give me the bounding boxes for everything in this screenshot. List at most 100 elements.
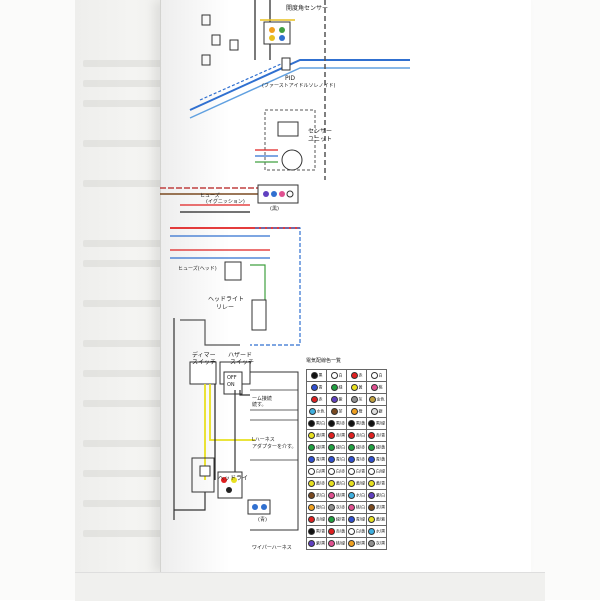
harness-note-2: 続す。 bbox=[252, 402, 267, 408]
color-swatch bbox=[367, 504, 375, 511]
legend-cell: 茶/白 bbox=[306, 489, 327, 502]
harness-note: ーム接続 bbox=[252, 396, 272, 402]
legend-cell: 青/赤 bbox=[346, 453, 367, 466]
legend-cell: 灰 bbox=[346, 393, 367, 406]
legend-color-name: 桃/白 bbox=[355, 504, 366, 510]
legend-color-name: 黄/黒 bbox=[315, 432, 326, 438]
legend-color-name: 桃/緑 bbox=[335, 540, 346, 546]
color-swatch bbox=[327, 528, 335, 535]
component-small bbox=[229, 39, 239, 51]
pin bbox=[221, 477, 227, 483]
legend-color-name: 白 bbox=[338, 372, 343, 378]
legend-color-name: 黒/緑 bbox=[375, 420, 386, 426]
wire-color-legend: 電気配線色一覧 黒白赤白青緑黄桃赤紫灰金色水色茶橙銀黒/白黒/赤黒/黄黒/緑黄/… bbox=[306, 357, 426, 550]
pin bbox=[279, 191, 285, 197]
fuse-ignition-label-1: ヒューズ bbox=[200, 193, 220, 199]
wiper-harness-label: ワイパーハーネス bbox=[252, 545, 292, 551]
color-swatch bbox=[307, 492, 315, 499]
legend-cell: 白 bbox=[366, 369, 387, 382]
legend-color-name: 緑/黄 bbox=[375, 444, 386, 450]
hazard-label-2: スイッチ bbox=[230, 359, 255, 366]
pin bbox=[226, 487, 232, 493]
wire-lightblue bbox=[189, 67, 410, 119]
legend-color-name: 赤/黄 bbox=[335, 528, 346, 534]
legend-cell: 白/緑 bbox=[366, 465, 387, 478]
legend-color-name: 緑/黒 bbox=[315, 444, 326, 450]
legend-cell: 紫 bbox=[326, 393, 347, 406]
color-swatch bbox=[330, 384, 338, 391]
wire-gray bbox=[180, 319, 240, 346]
legend-cell: 橙/白 bbox=[306, 501, 327, 514]
legend-color-name: 黄/紫 bbox=[375, 516, 386, 522]
legend-cell: 桃/緑 bbox=[326, 537, 347, 550]
component-small bbox=[201, 54, 211, 66]
ghost-text bbox=[83, 370, 183, 377]
legend-color-name: 赤/白 bbox=[355, 432, 366, 438]
legend-cell: 青/白 bbox=[326, 453, 347, 466]
color-swatch bbox=[327, 516, 335, 523]
color-swatch bbox=[327, 480, 335, 487]
legend-cell: 紫/黒 bbox=[306, 537, 327, 550]
legend-color-name: 緑/青 bbox=[335, 516, 346, 522]
legend-cell: 緑/黒 bbox=[306, 441, 327, 454]
legend-color-name: 白 bbox=[378, 372, 383, 378]
legend-color-name: 紫 bbox=[338, 396, 343, 402]
legend-color-name: 桃/黒 bbox=[335, 492, 346, 498]
legend-cell: 緑/青 bbox=[326, 513, 347, 526]
wire-yellow bbox=[209, 384, 255, 441]
legend-color-name: 赤/緑 bbox=[315, 516, 326, 522]
legend-cell: 水色 bbox=[306, 405, 327, 418]
ghost-text bbox=[83, 100, 203, 107]
legend-cell: 黄 bbox=[346, 381, 367, 394]
color-swatch bbox=[307, 540, 315, 547]
legend-cell: 黒 bbox=[306, 369, 327, 382]
legend-color-name: 赤/黒 bbox=[335, 432, 346, 438]
color-swatch bbox=[347, 480, 355, 487]
legend-title: 電気配線色一覧 bbox=[306, 358, 342, 364]
legend-cell: 赤/白 bbox=[346, 429, 367, 442]
legend-cell: 金色 bbox=[366, 393, 387, 406]
color-swatch bbox=[327, 468, 335, 475]
color-swatch bbox=[350, 384, 358, 391]
legend-color-name: 黒/青 bbox=[315, 528, 326, 534]
legend-color-name: 緑/赤 bbox=[355, 444, 366, 450]
legend-color-name: 灰/赤 bbox=[335, 504, 346, 510]
legend-color-name: 青/赤 bbox=[355, 456, 366, 462]
legend-cell: 黄/赤 bbox=[306, 477, 327, 490]
color-swatch bbox=[367, 516, 375, 523]
legend-cell: 灰/黒 bbox=[366, 537, 387, 550]
color-swatch bbox=[347, 516, 355, 523]
legend-cell: 黒/白 bbox=[306, 417, 327, 430]
blue-connector bbox=[247, 499, 271, 515]
legend-cell: 黄/紫 bbox=[366, 513, 387, 526]
ghost-text bbox=[83, 340, 193, 347]
color-swatch bbox=[347, 540, 355, 547]
page-bottom-edge bbox=[75, 572, 545, 601]
color-swatch bbox=[367, 432, 375, 439]
idle-solenoid-label: (ファーストアイドルソレノイド) bbox=[262, 83, 336, 89]
legend-cell: 水/黒 bbox=[366, 525, 387, 538]
color-swatch bbox=[307, 480, 315, 487]
legend-row: 紫/黒桃/緑橙/黒灰/黒 bbox=[306, 537, 387, 550]
color-swatch bbox=[327, 420, 335, 427]
legend-color-name: 黄 bbox=[358, 384, 363, 390]
legend-cell: 銀 bbox=[366, 405, 387, 418]
legend-cell: 黄/青 bbox=[366, 477, 387, 490]
headlight-label: ヘッドライ bbox=[218, 475, 249, 482]
color-swatch bbox=[367, 420, 375, 427]
legend-cell: 水/白 bbox=[346, 489, 367, 502]
headlight-frame bbox=[191, 457, 215, 493]
pin bbox=[286, 190, 294, 198]
headlight-plug bbox=[217, 471, 243, 499]
component-small bbox=[211, 34, 221, 46]
fuse-head-label: ヒューズ(ヘッド) bbox=[178, 266, 217, 272]
on-label: ON bbox=[227, 382, 235, 388]
pin bbox=[261, 504, 267, 510]
legend-cell: 赤/黒 bbox=[326, 429, 347, 442]
legend-row: 茶/白桃/黒水/白紫/白 bbox=[306, 489, 387, 502]
color-swatch bbox=[307, 504, 315, 511]
legend-color-name: 橙/白 bbox=[315, 504, 326, 510]
legend-color-name: 水色 bbox=[316, 408, 325, 414]
legend-row: 赤紫灰金色 bbox=[306, 393, 387, 406]
color-swatch bbox=[310, 372, 318, 379]
